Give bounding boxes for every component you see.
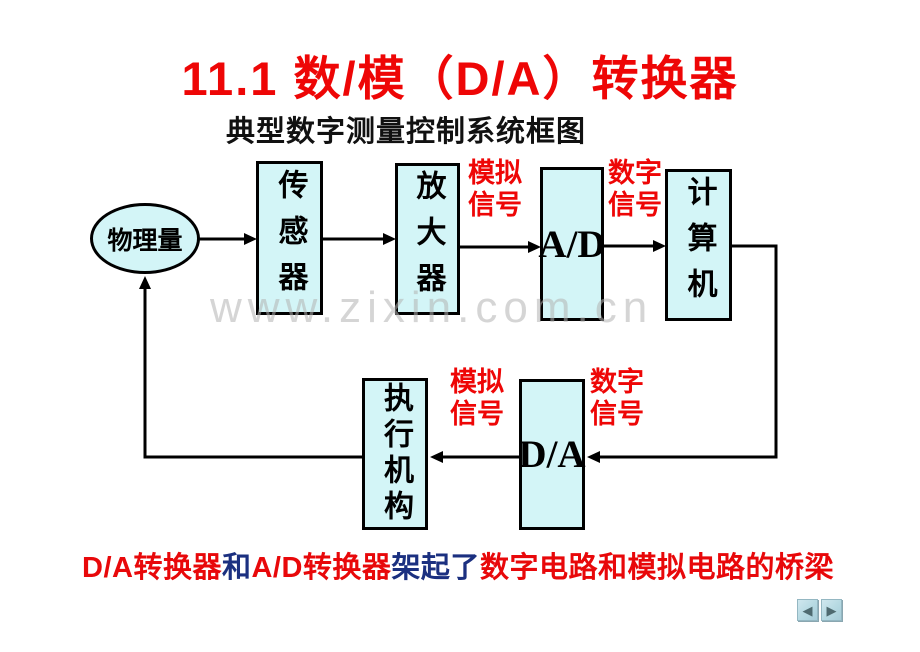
label-digital-signal-top: 数字信号 (608, 158, 662, 220)
node-amplifier: 放大器 (395, 163, 460, 315)
label-digital-signal-bottom: 数字信号 (590, 367, 644, 429)
footer-segment: D/A转换器 (82, 552, 222, 584)
node-ad-converter-label: A/D (538, 222, 606, 266)
next-arrow-icon: ▶ (826, 602, 837, 618)
footer-sentence: D/A转换器和A/D转换器架起了数字电路和模拟电路的桥梁 (82, 544, 834, 586)
page-title: 11.1 数/模（D/A）转换器 (181, 52, 739, 105)
node-amplifier-label: 放大器 (411, 170, 445, 308)
node-sensor: 传感器 (256, 161, 323, 315)
label-analog-signal-bottom: 模拟信号 (450, 367, 504, 429)
diagram-caption: 典型数字测量控制系统框图 (226, 116, 587, 148)
node-da-converter-label: D/A (518, 433, 586, 476)
footer-segment: 数字电路和模拟电路的桥梁 (479, 552, 834, 584)
node-computer: 计算机 (665, 169, 732, 321)
node-actuator-label: 执行机构 (379, 382, 412, 526)
footer-segment: A/D转换器 (251, 552, 392, 584)
node-sensor-label: 传感器 (273, 169, 307, 307)
node-da-converter: D/A (518, 379, 586, 530)
node-actuator: 执行机构 (362, 378, 428, 530)
footer-segment: 和 (221, 552, 252, 584)
next-slide-button[interactable]: ▶ (821, 599, 842, 621)
node-computer-label: 计算机 (682, 176, 716, 314)
slide-navigation: ◀ ▶ (797, 599, 842, 621)
previous-slide-button[interactable]: ◀ (797, 599, 818, 621)
previous-arrow-icon: ◀ (802, 602, 813, 618)
node-physical-quantity-label: 物理量 (107, 226, 183, 255)
label-analog-signal-top: 模拟信号 (468, 158, 522, 220)
node-physical-quantity: 物理量 (90, 203, 200, 274)
node-ad-converter: A/D (538, 167, 606, 321)
footer-segment: 架起了 (391, 552, 480, 584)
